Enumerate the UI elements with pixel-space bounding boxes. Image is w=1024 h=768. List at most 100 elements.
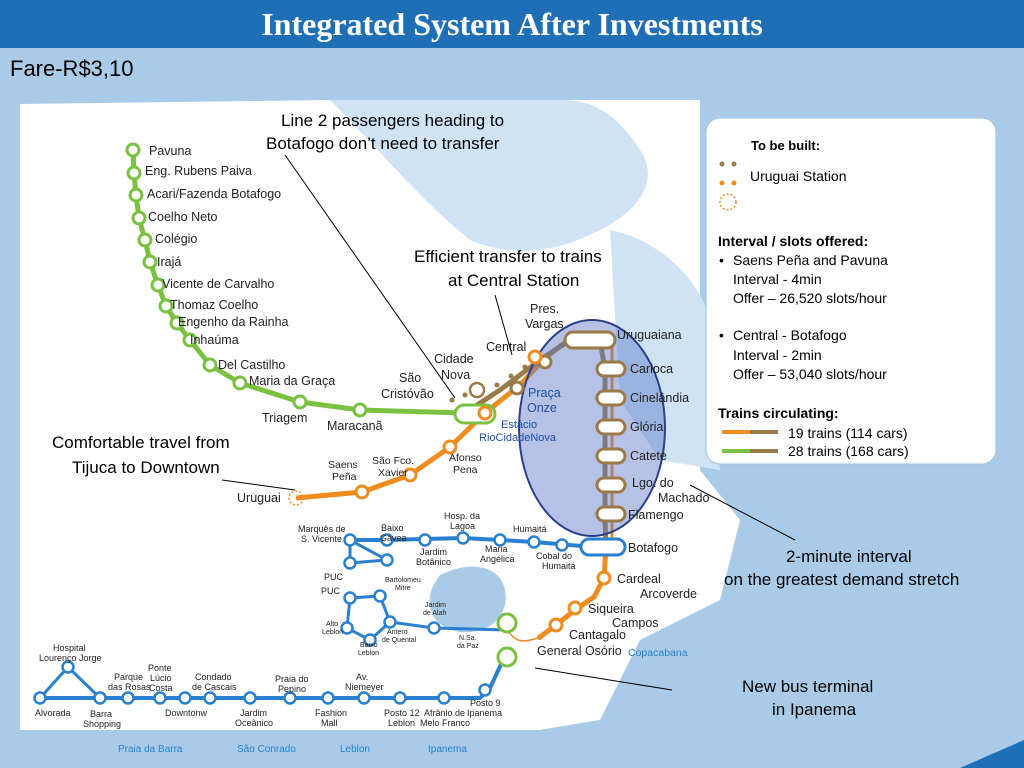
station-cinelandia[interactable] <box>595 389 627 407</box>
station-jardim-oce[interactable] <box>243 691 257 705</box>
info-r2: Interval - 4min <box>733 271 822 287</box>
station-catete[interactable] <box>595 447 627 465</box>
info-r4: Central - Botafogo <box>733 327 847 343</box>
label-pres-b: Vargas <box>525 317 564 331</box>
station-bus-terminal-1[interactable] <box>496 612 518 634</box>
map-water-east <box>610 230 720 470</box>
station-maria-angelica[interactable] <box>493 533 507 547</box>
label-maria-b: Angélica <box>480 554 515 564</box>
station-uruguaiana[interactable] <box>563 330 617 350</box>
station-inhauma[interactable] <box>182 332 198 348</box>
station-thomaz[interactable] <box>158 298 174 314</box>
dot-brown-5 <box>462 392 468 398</box>
station-colegio[interactable] <box>137 232 153 248</box>
ann-interval-a: 2-minute interval <box>786 547 912 566</box>
station-cardeal[interactable] <box>596 570 612 586</box>
label-pavuna: Pavuna <box>149 144 191 158</box>
station-alvorada[interactable] <box>33 691 47 705</box>
label-cardeal: Cardeal <box>617 572 661 586</box>
station-maria-graca[interactable] <box>232 375 248 391</box>
label-humaita: Humaitá <box>513 524 547 534</box>
label-carioca: Carioca <box>630 362 673 376</box>
station-baixo-leblon[interactable] <box>363 633 377 647</box>
station-posto9[interactable] <box>478 683 492 697</box>
station-acari[interactable] <box>128 187 144 203</box>
label-bartolomeu-b: Mitre <box>395 585 411 592</box>
station-puc1[interactable] <box>343 556 357 570</box>
station-hospital[interactable] <box>61 660 75 674</box>
station-triangle-a[interactable] <box>380 553 394 567</box>
label-pepino-a: Praia do <box>275 674 309 684</box>
station-siqueira[interactable] <box>567 600 583 616</box>
station-parque[interactable] <box>121 691 135 705</box>
station-pavuna[interactable] <box>125 142 141 158</box>
station-pres-vargas[interactable] <box>527 349 543 365</box>
station-sao-fco[interactable] <box>402 467 418 483</box>
station-cantagalo[interactable] <box>548 617 564 633</box>
label-arcoverde: Arcoverde <box>640 587 697 601</box>
leader-interval <box>689 484 796 541</box>
station-gloria[interactable] <box>595 418 627 436</box>
legend-station-icon <box>719 193 737 211</box>
station-botafogo[interactable] <box>579 537 627 557</box>
label-central: Central <box>486 340 526 354</box>
station-eng-rubens[interactable] <box>126 165 142 181</box>
label-flamengo: Flamengo <box>628 508 684 522</box>
station-bus-terminal-2[interactable] <box>496 646 518 668</box>
station-afranio[interactable] <box>437 691 451 705</box>
station-saens-pena[interactable] <box>354 484 370 500</box>
label-saens-a: Saens <box>328 459 358 471</box>
station-posto12[interactable] <box>393 691 407 705</box>
station-uruguai[interactable] <box>288 490 304 506</box>
label-hosp-a: Hosp. da <box>444 511 480 521</box>
label-maria-graca: Maria da Graça <box>249 374 335 388</box>
station-praca-onze[interactable] <box>509 380 525 396</box>
station-jardim-alah[interactable] <box>427 621 441 635</box>
station-coelho-neto[interactable] <box>131 210 147 226</box>
station-carioca[interactable] <box>595 360 627 378</box>
station-antero[interactable] <box>383 615 397 629</box>
station-barra[interactable] <box>93 691 107 705</box>
station-afonso-pena[interactable] <box>442 439 458 455</box>
label-sfx-b: Xavier <box>378 467 408 479</box>
station-cobal[interactable] <box>555 538 569 552</box>
station-downtown[interactable] <box>178 691 192 705</box>
label-inhauma: Inhaúma <box>190 333 239 347</box>
station-vicente[interactable] <box>150 277 166 293</box>
station-alto-leblon[interactable] <box>340 621 354 635</box>
station-puc2[interactable] <box>343 591 357 605</box>
station-condado[interactable] <box>203 691 217 705</box>
label-sao-b: Cristóvão <box>381 387 434 401</box>
label-engenho: Engenho da Rainha <box>178 315 289 329</box>
station-ponte[interactable] <box>153 691 167 705</box>
line1-stations <box>288 330 627 640</box>
label-hospital-b: Lourenço Jorge <box>39 653 102 663</box>
station-iraja[interactable] <box>142 254 158 270</box>
label-ponte-a: Ponte <box>148 663 172 673</box>
label-niemeyer-b: Niemeyer <box>345 682 384 692</box>
station-fashion[interactable] <box>321 691 335 705</box>
station-flamengo[interactable] <box>595 505 627 523</box>
page-title: Integrated System After Investments <box>261 6 763 42</box>
label-alvorada: Alvorada <box>35 708 71 718</box>
station-jardim-bot[interactable] <box>418 533 432 547</box>
label-uruguaiana: Uruguaiana <box>617 328 682 342</box>
station-marques[interactable] <box>343 533 357 547</box>
station-niemeyer[interactable] <box>357 691 371 705</box>
station-baixo-gavea[interactable] <box>380 533 394 547</box>
station-humaita[interactable] <box>527 535 541 549</box>
station-pepino[interactable] <box>283 691 297 705</box>
station-triagem[interactable] <box>292 394 308 410</box>
info-t1: 19 trains (114 cars) <box>788 425 908 441</box>
station-hosp-lagoa[interactable] <box>456 531 470 545</box>
station-largo-machado[interactable] <box>595 476 627 494</box>
station-general-osorio[interactable] <box>537 634 543 640</box>
station-cidade-nova[interactable] <box>468 381 486 399</box>
label-puc1: PUC <box>324 572 344 582</box>
station-estacio[interactable] <box>477 405 493 421</box>
station-engenho[interactable] <box>169 315 185 331</box>
ann-transfer-b: at Central Station <box>448 271 579 290</box>
station-del-castilho[interactable] <box>202 357 218 373</box>
station-maracana[interactable] <box>352 402 368 418</box>
station-bartolomeu[interactable] <box>373 589 387 603</box>
